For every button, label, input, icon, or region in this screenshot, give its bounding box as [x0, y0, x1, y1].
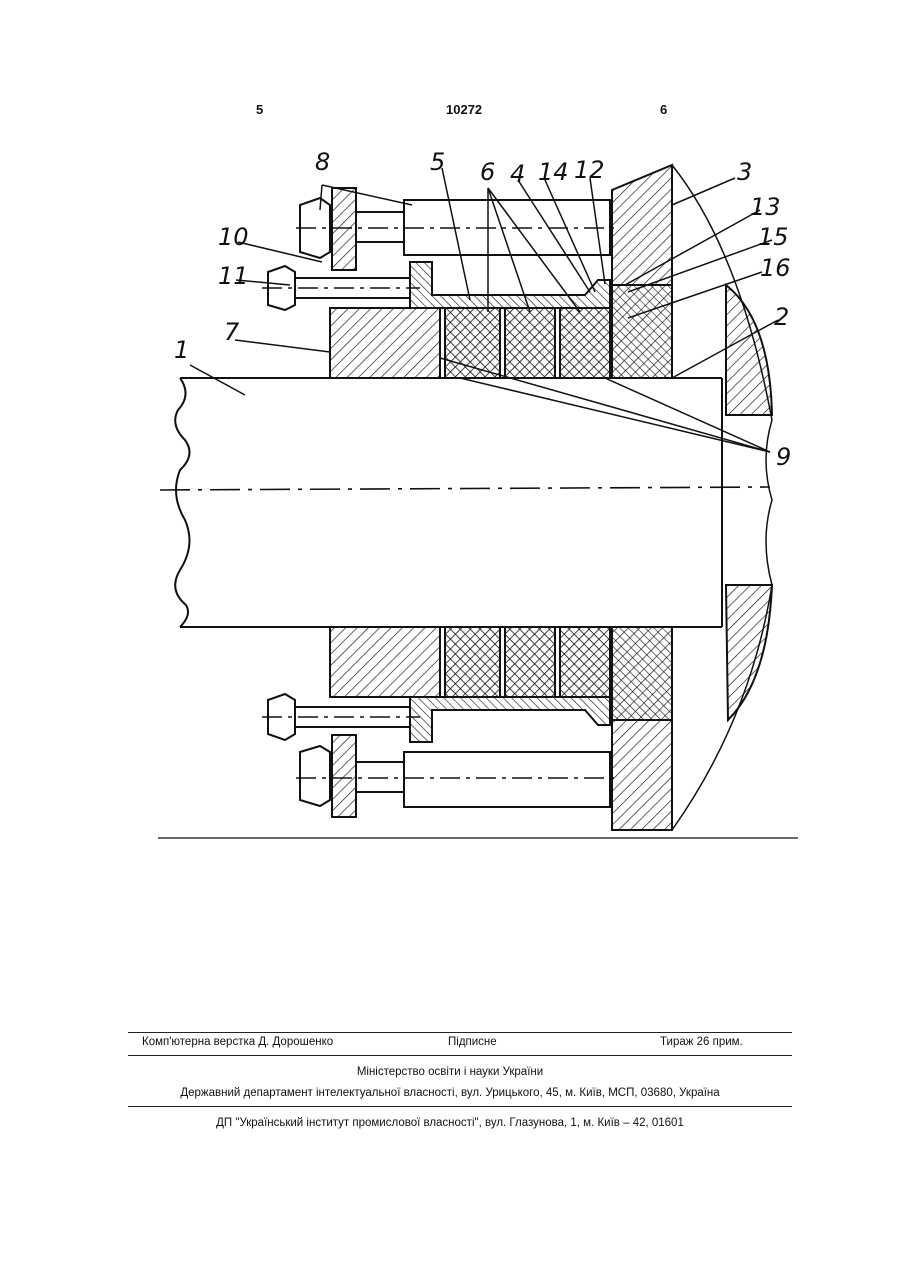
callout-16: 16 [760, 254, 791, 282]
footer-institute: ДП "Український інститут промислової вла… [0, 1117, 900, 1129]
footer-ministry: Міністерство освіти і науки України [0, 1066, 900, 1078]
callout-1: 1 [174, 336, 189, 364]
footer-rule-middle [128, 1055, 792, 1056]
callout-11: 11 [218, 262, 249, 290]
footer-department: Державний департамент інтелектуальної вл… [0, 1087, 900, 1099]
footer-rule-top [128, 1032, 792, 1033]
callout-8: 8 [315, 148, 330, 176]
callout-12: 12 [574, 156, 605, 184]
callout-3: 3 [737, 158, 752, 186]
footer-signed: Підписне [448, 1036, 497, 1048]
centerline [160, 487, 770, 490]
callout-9: 9 [776, 443, 791, 471]
callout-13: 13 [750, 193, 781, 221]
footer-print-run: Тираж 26 прим. [660, 1036, 743, 1048]
callout-14: 14 [538, 158, 569, 186]
callout-5: 5 [430, 148, 445, 176]
callout-2: 2 [774, 303, 789, 331]
callout-6: 6 [480, 158, 495, 186]
footer-composer: Комп'ютерна верстка Д. Дорошенко [142, 1036, 333, 1048]
callout-4: 4 [510, 160, 525, 188]
callout-15: 15 [758, 223, 789, 251]
callout-10: 10 [218, 223, 249, 251]
callout-7: 7 [224, 318, 240, 346]
footer-rule-bottom [128, 1106, 792, 1107]
